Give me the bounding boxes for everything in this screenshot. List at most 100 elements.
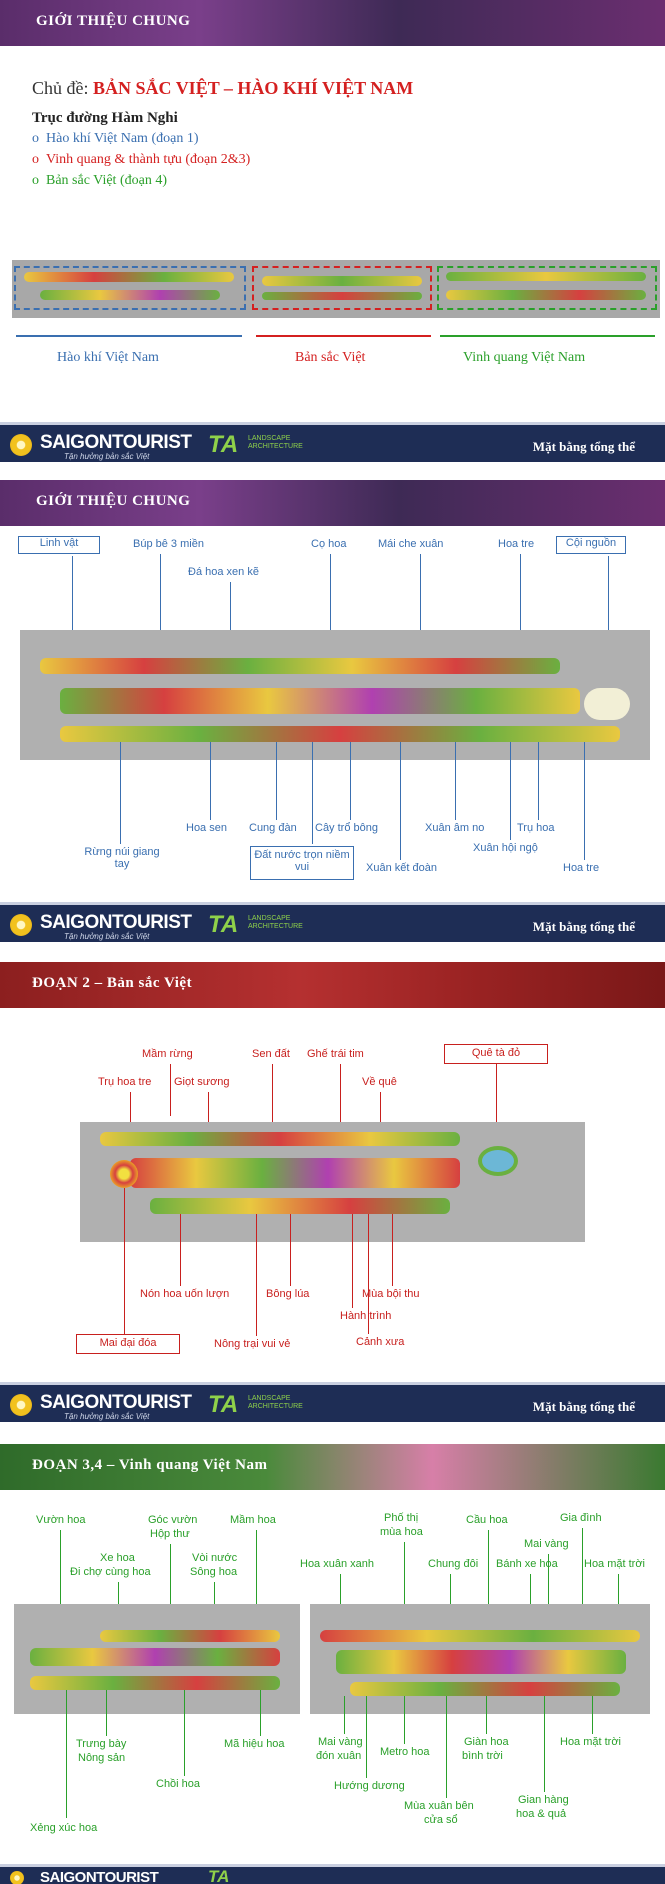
plant-bed (446, 290, 646, 300)
label-goc-vuon: Góc vườn (148, 1514, 198, 1526)
plant-bed (40, 290, 220, 300)
bullet-text: Hào khí Việt Nam (đoạn 1) (46, 131, 199, 146)
label-xuan-ket: Xuân kết đoàn (366, 862, 437, 874)
plant-bed (130, 1158, 460, 1188)
que-ta-do-pond (478, 1146, 518, 1176)
label-gian-hang: Gian hàng (518, 1794, 569, 1806)
label-bup-be: Búp bê 3 miền (133, 538, 204, 550)
bullet-2: o Vinh quang & thành tựu (đoạn 2&3) (32, 152, 251, 167)
label-hop-thu: Hộp thư (150, 1528, 190, 1540)
label-hoa-mat-troi-top: Hoa mặt trời (584, 1558, 646, 1570)
leader-line (548, 1554, 549, 1634)
leader-line (124, 1188, 125, 1334)
label-xeng-xuc-hoa: Xẻng xúc hoa (30, 1822, 98, 1834)
mai-dai-doa-circle (110, 1160, 138, 1188)
slide-header: ĐOẠN 3,4 – Vinh quang Việt Nam (0, 1444, 665, 1490)
label-trung-bay: Trưng bày (76, 1738, 127, 1750)
leader-line (170, 1064, 171, 1116)
bullet-1: o Hào khí Việt Nam (đoạn 1) (32, 131, 199, 146)
ta-logo: TA (208, 1867, 230, 1884)
leader-line (184, 1690, 185, 1776)
label-song-hoa: Sông hoa (190, 1566, 238, 1578)
theme-title: BẢN SẮC VIỆT – HÀO KHÍ VIỆT NAM (93, 78, 414, 98)
brand-name: SAIGONTOURIST (40, 1392, 192, 1413)
label-banh-xe-hoa: Bánh xe hoa (496, 1558, 558, 1570)
brand-tagline: Tận hưởng bản sắc Việt (64, 452, 150, 461)
footer-label: Mặt bằng tổng thể (532, 919, 635, 934)
plant-bed (30, 1676, 280, 1690)
leader-line (180, 1214, 181, 1286)
ta-logo: TA (208, 911, 239, 938)
label-cau-hoa: Cầu hoa (466, 1514, 508, 1526)
segment-box-red (252, 266, 432, 310)
slide-header: GIỚI THIỆU CHUNG (0, 480, 665, 526)
label-choi-hoa: Chồi hoa (156, 1778, 201, 1790)
box-coi-nguon: Cội nguồn (556, 536, 626, 554)
leader-line (208, 1092, 209, 1134)
label-ma-hieu-hoa: Mã hiệu hoa (224, 1738, 285, 1750)
header-title: ĐOẠN 3,4 – Vinh quang Việt Nam (32, 1457, 268, 1473)
slide-header: GIỚI THIỆU CHUNG (0, 0, 665, 46)
label-ghe-trai-tim: Ghế trái tim (307, 1048, 364, 1060)
footer-label: Mặt bằng tổng thể (532, 1399, 635, 1414)
leader-line (272, 1064, 273, 1134)
leader-line (340, 1064, 341, 1134)
slide-4: ĐOẠN 3,4 – Vinh quang Việt Nam Vườn hoa … (0, 1444, 665, 1884)
header-title: GIỚI THIỆU CHUNG (36, 13, 191, 29)
arrow-blue (16, 335, 242, 337)
plant-bed (100, 1132, 460, 1146)
label-ve-que: Về quê (362, 1076, 397, 1088)
label-hanh-trinh: Hành trình (340, 1310, 392, 1322)
label-mam-rung: Mầm rừng (142, 1048, 193, 1060)
leader-line (210, 742, 211, 820)
label-gia-dinh: Gia đình (560, 1512, 602, 1524)
header-title: ĐOẠN 2 – Bản sắc Việt (32, 975, 193, 991)
label-mai-vang-bottom: Mai vàng (318, 1736, 363, 1748)
bullet-text: Bản sắc Việt (đoạn 4) (46, 173, 167, 188)
leader-line (350, 742, 351, 820)
leader-line (352, 1214, 353, 1308)
leader-line (404, 1696, 405, 1744)
leader-line (290, 1214, 291, 1286)
label-da-hoa: Đá hoa xen kẽ (188, 566, 259, 578)
plant-bed (40, 658, 560, 674)
segment-box-blue (14, 266, 246, 310)
brand-name: SAIGONTOURIST (40, 432, 192, 453)
leader-line (400, 742, 401, 860)
label-mua-hoa: mùa hoa (380, 1526, 423, 1538)
label-hoa-qua: hoa & quả (516, 1808, 567, 1820)
plant-bed (446, 272, 646, 281)
label-cung-dan: Cung đàn (249, 822, 297, 834)
leader-line (496, 1064, 497, 1124)
leader-line (330, 554, 331, 662)
coi-nguon-shape (584, 688, 630, 720)
label-di-cho: Đi chợ cùng hoa (70, 1566, 151, 1578)
plant-bed (262, 276, 422, 286)
saigontourist-flower-icon (10, 434, 32, 456)
brand-name: SAIGONTOURIST (40, 912, 192, 933)
ta-subtitle: LANDSCAPE ARCHITECTURE (248, 435, 303, 450)
leader-line (106, 1690, 107, 1736)
footer: SAIGONTOURIST TA (0, 1864, 665, 1884)
label-co-hoa: Cọ hoa (311, 538, 347, 550)
segment-label-1: Hào khí Việt Nam (57, 350, 159, 365)
label-tru-hoa: Trụ hoa (517, 822, 555, 834)
label-rung-nui: Rừng núi giang tay (84, 846, 160, 870)
label-mai-che: Mái che xuân (378, 538, 444, 550)
leader-line (130, 1092, 131, 1134)
leader-line (420, 554, 421, 662)
plant-bed (262, 292, 422, 300)
label-metro-hoa: Metro hoa (380, 1746, 430, 1758)
segment-box-green (437, 266, 657, 310)
segment-label-3: Vinh quang Việt Nam (463, 350, 586, 365)
leader-line (486, 1696, 487, 1734)
footer: SAIGONTOURIST Tận hưởng bản sắc Việt TA … (0, 1382, 665, 1422)
label-don-xuan: đón xuân (316, 1750, 362, 1762)
bullet-3: o Bản sắc Việt (đoạn 4) (32, 173, 167, 188)
label-canh-xua: Cảnh xưa (356, 1336, 405, 1348)
box-linh-vat: Linh vật (18, 536, 100, 554)
label-cua-so: cửa sổ (424, 1814, 458, 1826)
saigontourist-flower-icon (10, 1871, 24, 1884)
leader-line (520, 554, 521, 662)
box-mai-dai-doa: Mai đại đóa (76, 1334, 180, 1354)
